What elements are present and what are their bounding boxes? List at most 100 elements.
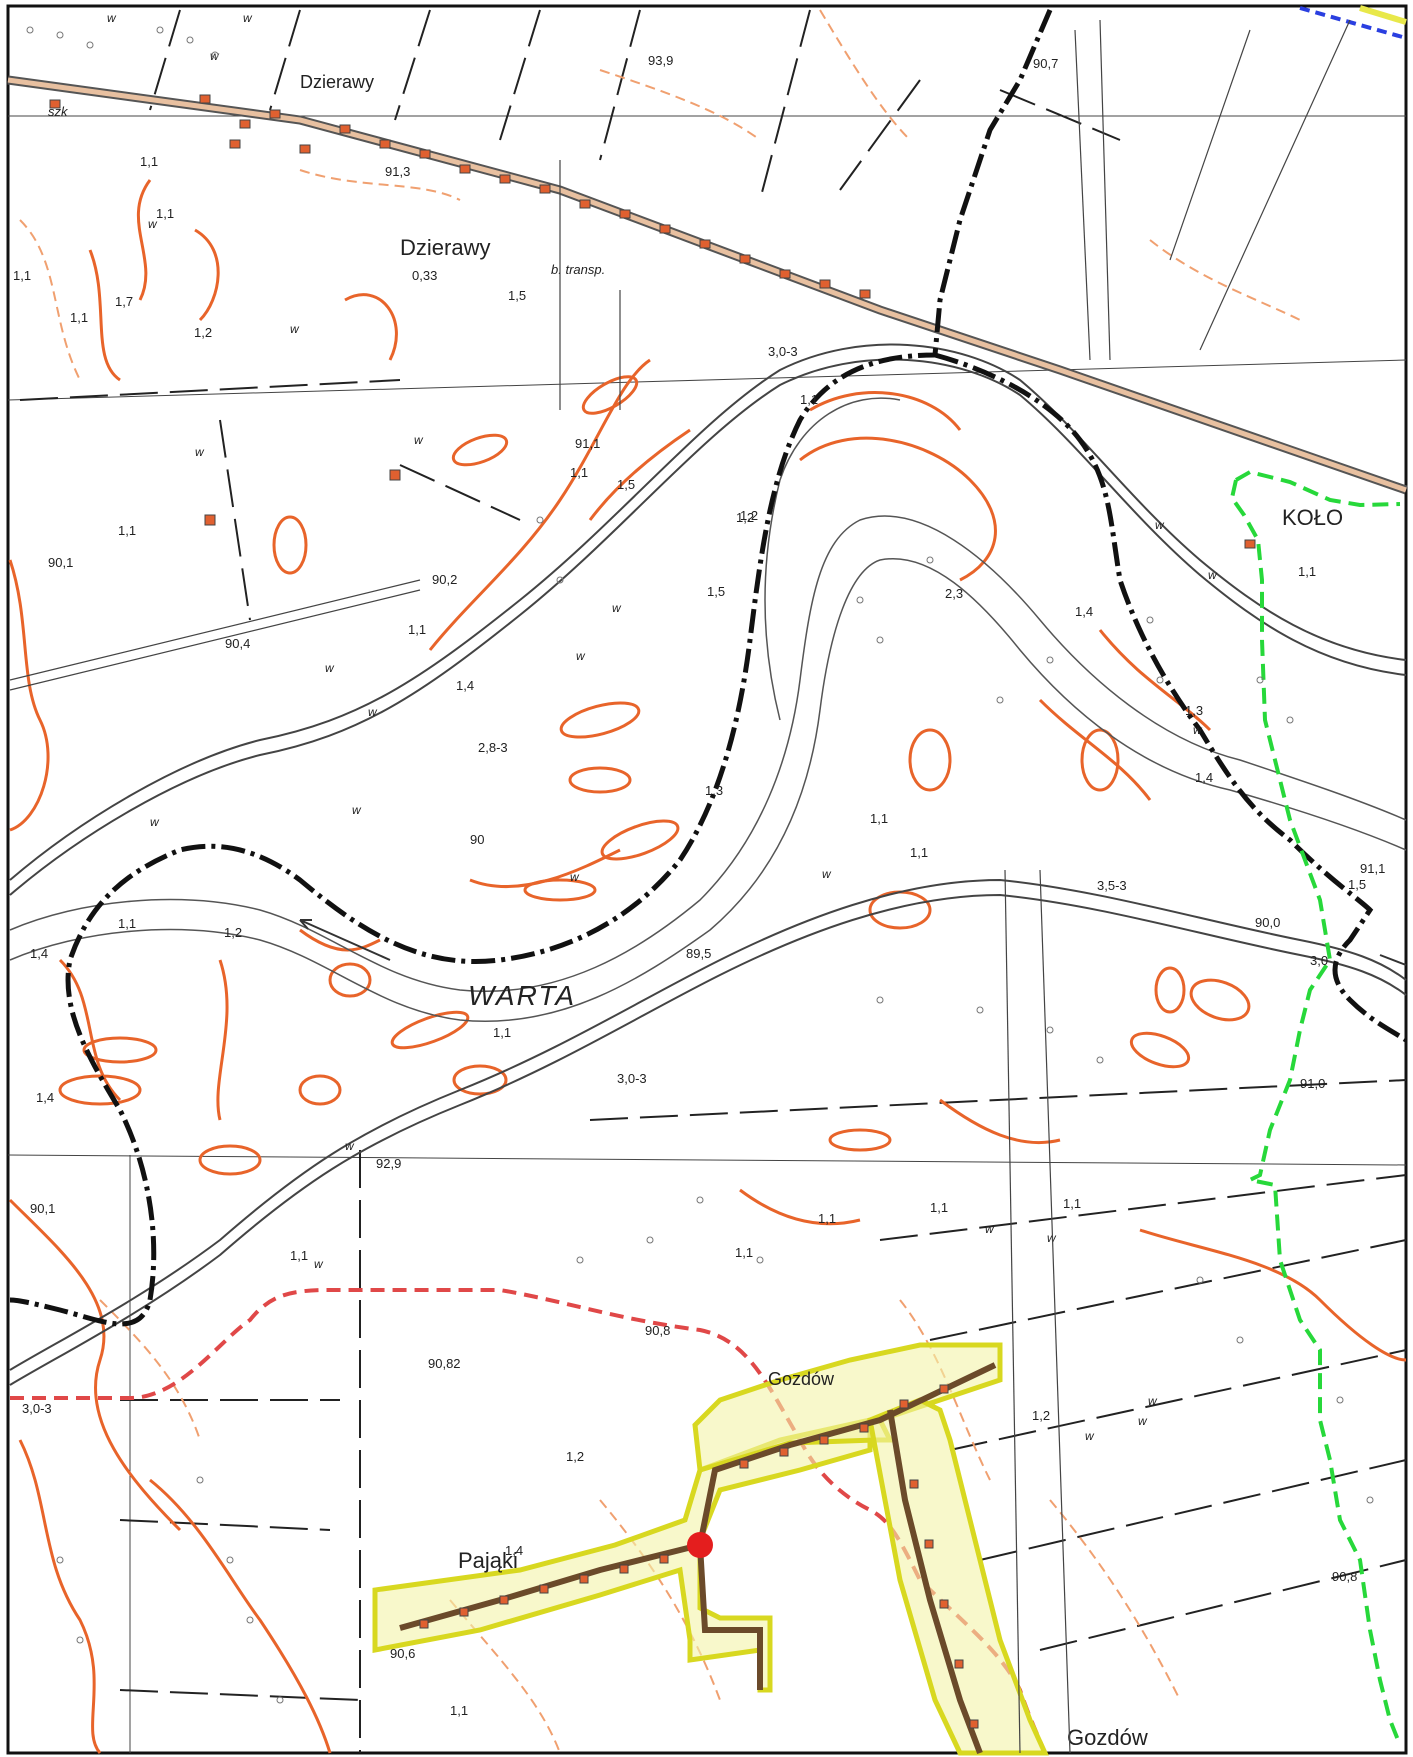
svg-text:1,1: 1,1 [870,811,888,826]
svg-text:w: w [210,49,220,63]
svg-text:92,9: 92,9 [376,1156,401,1171]
svg-text:90,1: 90,1 [30,1201,55,1216]
svg-text:2,8-3: 2,8-3 [478,740,508,755]
svg-text:1,2: 1,2 [194,325,212,340]
svg-text:w: w [345,1139,355,1153]
svg-text:1,4: 1,4 [30,946,48,961]
svg-text:1,1: 1,1 [493,1025,511,1040]
svg-text:1,1: 1,1 [118,916,136,931]
place-dzierawy-value: 0,33 [412,268,437,283]
svg-text:w: w [352,803,362,817]
svg-text:1,1: 1,1 [818,1211,836,1226]
svg-text:3,0-3: 3,0-3 [768,344,798,359]
svg-text:w: w [570,870,580,884]
location-marker[interactable] [687,1532,713,1558]
svg-text:1,1: 1,1 [118,523,136,538]
svg-text:1,1: 1,1 [140,154,158,169]
svg-text:w: w [985,1222,995,1236]
svg-text:w: w [368,705,378,719]
thin-lines [9,19,1351,1754]
svg-text:90: 90 [470,832,484,847]
svg-text:1,2: 1,2 [566,1449,584,1464]
place-dzierawy-top: Dzierawy [300,72,374,92]
svg-text:1,4: 1,4 [1195,770,1213,785]
contour-blobs [58,375,1251,1176]
meadow-symbols [26,26,1374,1704]
field-boundaries [19,9,1407,1753]
svg-text:1,1: 1,1 [13,268,31,283]
svg-text:1,5: 1,5 [508,288,526,303]
svg-text:w: w [314,1257,324,1271]
svg-text:89,5: 89,5 [686,946,711,961]
place-kolo: KOŁO [1282,505,1343,530]
svg-text:w: w [576,649,586,663]
svg-text:1,2: 1,2 [740,508,758,523]
svg-text:w: w [1208,568,1218,582]
embankment-labels: 3,0-3 2,8-3 3,5-3 3,0-3 3,0-3 3,0 [22,344,1328,1416]
svg-text:90,2: 90,2 [432,572,457,587]
svg-text:1,4: 1,4 [1075,604,1093,619]
svg-text:w: w [822,867,832,881]
svg-text:90,8: 90,8 [1332,1569,1357,1584]
boundary-black [9,9,1408,1327]
svg-text:1,1: 1,1 [1298,564,1316,579]
buildings [49,94,1256,1729]
svg-text:w: w [1193,723,1203,737]
svg-text:1,3: 1,3 [705,783,723,798]
place-pajaki: Pająki [458,1548,518,1573]
svg-text:1,4: 1,4 [36,1090,54,1105]
svg-text:w: w [612,601,622,615]
river-flow-arrows [299,919,1407,966]
svg-text:1,1: 1,1 [800,392,818,407]
svg-text:1,1: 1,1 [408,622,426,637]
blue-road-top-right [1299,5,1407,40]
svg-text:w: w [325,661,335,675]
svg-text:90,8: 90,8 [645,1323,670,1338]
svg-text:1,1: 1,1 [930,1200,948,1215]
svg-text:1,2: 1,2 [1032,1408,1050,1423]
svg-text:91,1: 91,1 [575,436,600,451]
svg-text:w: w [150,815,160,829]
svg-text:1,1: 1,1 [1063,1196,1081,1211]
svg-text:w: w [1085,1429,1095,1443]
annotation-b-transp: b. transp. [551,262,605,277]
svg-text:1,1: 1,1 [156,206,174,221]
svg-text:1,5: 1,5 [617,477,635,492]
flood-embankments [9,343,1407,1386]
svg-text:1,1: 1,1 [70,310,88,325]
svg-text:90,4: 90,4 [225,636,250,651]
svg-text:3,0: 3,0 [1310,953,1328,968]
svg-text:91,3: 91,3 [385,164,410,179]
svg-text:93,9: 93,9 [648,53,673,68]
svg-text:w: w [1148,1394,1158,1408]
svg-text:1,4: 1,4 [505,1543,523,1558]
svg-text:w: w [414,433,424,447]
svg-text:1,4: 1,4 [456,678,474,693]
svg-text:90,7: 90,7 [1033,56,1058,71]
boundary-green [1229,469,1402,1746]
annotation-szk: szk [48,104,69,119]
svg-text:1,1: 1,1 [735,1245,753,1260]
svg-text:91,1: 91,1 [1360,861,1385,876]
svg-text:3,5-3: 3,5-3 [1097,878,1127,893]
svg-text:1,1: 1,1 [570,465,588,480]
svg-text:1,1: 1,1 [290,1248,308,1263]
local-roads [399,1362,997,1755]
svg-text:w: w [107,11,117,25]
svg-text:w: w [243,11,253,25]
svg-text:w: w [1155,518,1165,532]
svg-text:w: w [290,322,300,336]
svg-text:1,2: 1,2 [224,925,242,940]
svg-text:91,0: 91,0 [1300,1076,1325,1091]
svg-text:w: w [148,217,158,231]
svg-text:1,1: 1,1 [910,845,928,860]
height-labels: 93,9 90,7 91,3 91,1 90,1 90,2 90,4 91,1 … [30,53,1385,1661]
svg-text:w: w [195,445,205,459]
svg-text:1,5: 1,5 [707,584,725,599]
svg-text:3,0-3: 3,0-3 [22,1401,52,1416]
place-labels: Dzierawy Dzierawy 0,33 KOŁO Gozdów Gozdó… [48,72,1343,1750]
place-gozdow-top: Gozdów [768,1369,835,1389]
svg-text:1,2: 1,2 [736,510,754,525]
place-dzierawy: Dzierawy [400,235,490,260]
